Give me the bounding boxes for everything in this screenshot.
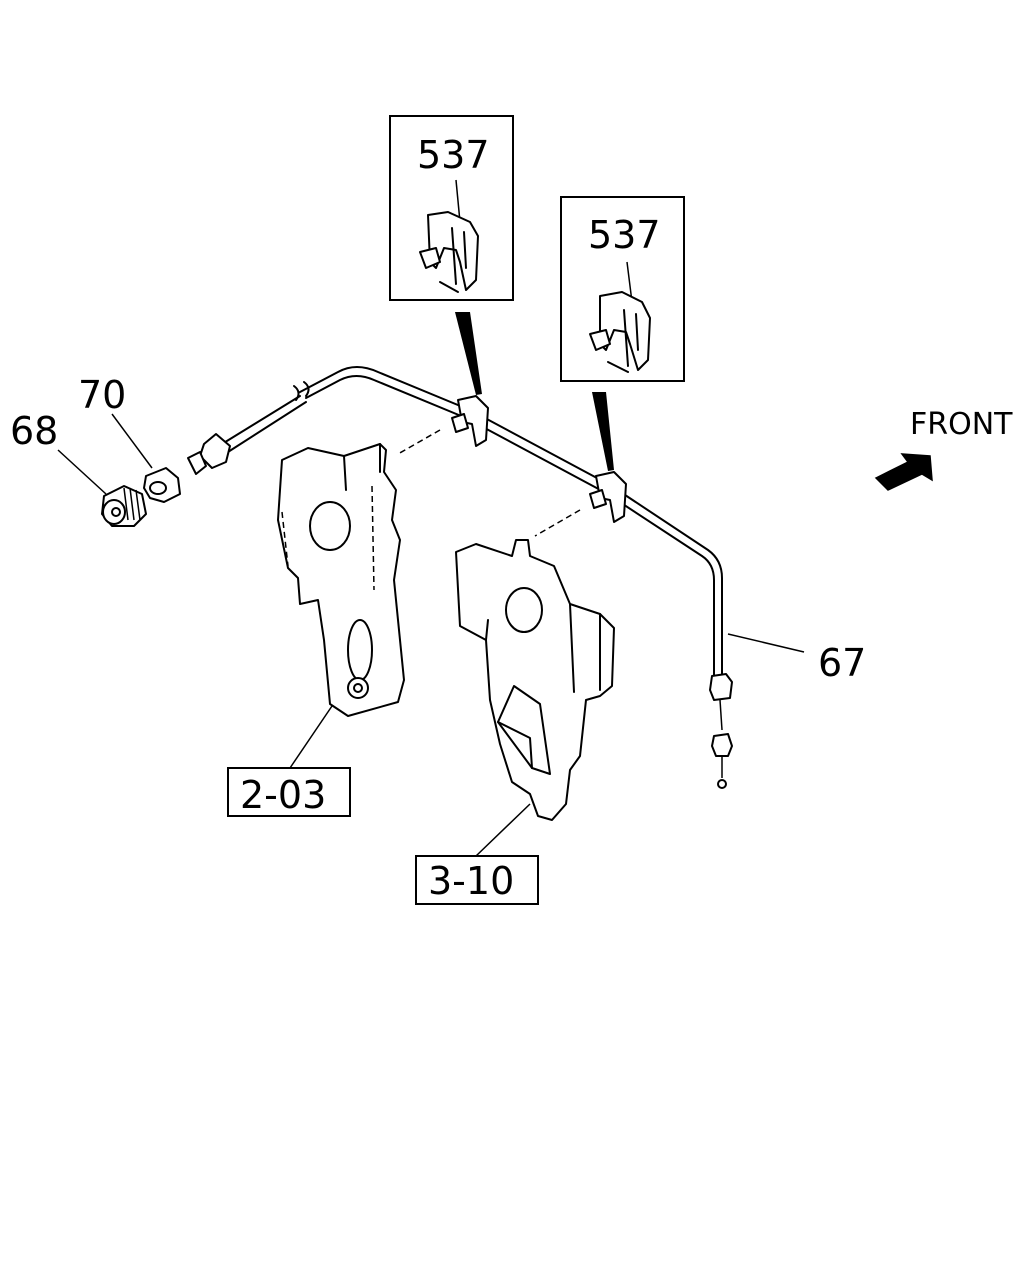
clip-537-detail-top <box>419 211 479 293</box>
inset-pointer-top <box>455 312 482 395</box>
cable-clip-2 <box>589 471 627 523</box>
callout-67[interactable]: 67 <box>818 641 866 685</box>
reference-2-03[interactable]: 2-03 <box>240 773 326 817</box>
nut-70 <box>143 467 181 503</box>
inset-box-537-right: 537 <box>560 196 685 471</box>
mount-line-1 <box>397 429 441 455</box>
callout-70[interactable]: 70 <box>78 373 126 417</box>
callout-537-top[interactable]: 537 <box>417 133 490 177</box>
speedometer-cable-67 <box>187 366 733 789</box>
cable-clip-1 <box>451 395 489 447</box>
mount-line-2 <box>534 509 581 537</box>
bracket-assembly-3-10 <box>455 539 615 821</box>
front-label: FRONT <box>910 407 1013 442</box>
bracket-assembly-2-03 <box>277 443 405 717</box>
inset-pointer-right <box>592 392 614 471</box>
inset-box-537-top: 537 <box>389 115 514 395</box>
reference-3-10[interactable]: 3-10 <box>428 859 514 903</box>
knob-68 <box>101 485 147 527</box>
reference-box-2-03[interactable]: 2-03 <box>227 767 351 817</box>
reference-box-3-10[interactable]: 3-10 <box>415 855 539 905</box>
callout-68[interactable]: 68 <box>10 409 58 453</box>
arrow-up-right-icon <box>874 453 933 491</box>
callout-537-right[interactable]: 537 <box>588 213 661 257</box>
clip-537-detail-right <box>589 291 651 373</box>
